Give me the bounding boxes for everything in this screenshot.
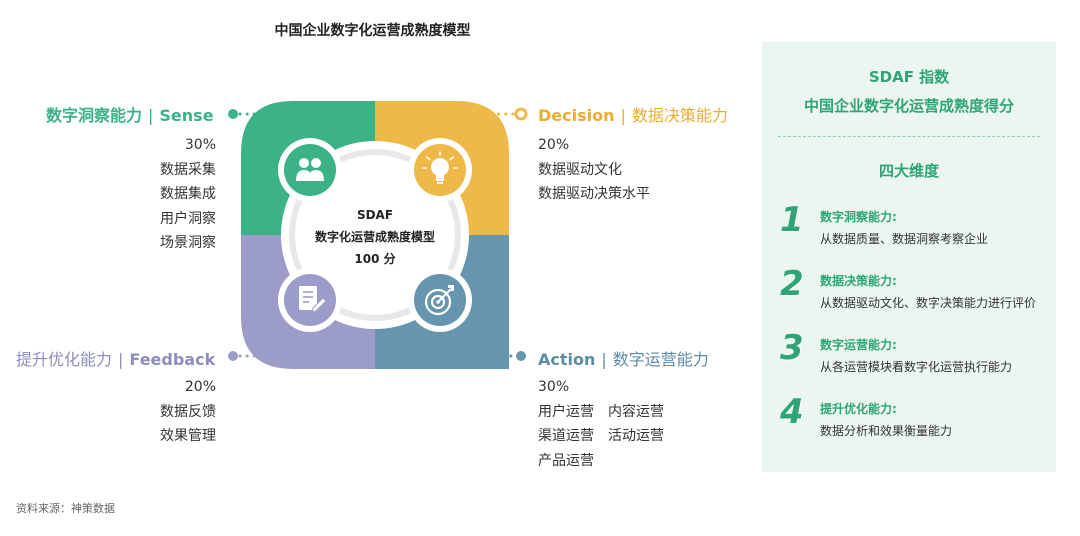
panel-subtitle: 中国企业数字化运营成熟度得分: [803, 97, 1014, 115]
feedback-item: 数据反馈: [160, 403, 216, 420]
sense-dot: [228, 109, 238, 119]
page-title: 中国企业数字化运营成熟度模型: [274, 23, 471, 39]
sense-item: 场景洞察: [160, 235, 216, 251]
feedback-separator: |: [118, 350, 124, 369]
decision-item: 数据驱动文化: [538, 161, 622, 178]
dimension-desc: 从数据质量、数据洞察考察企业: [820, 232, 989, 246]
dimension-desc: 从各运营模块看数字化运营执行能力: [820, 360, 1013, 374]
feedback-connector: [238, 320, 260, 358]
sense-percent: 30%: [184, 137, 216, 153]
center-line1: SDAF: [357, 208, 393, 222]
feedback-cn: 提升优化能力: [16, 350, 113, 369]
decision-items: 20% 数据驱动文化 数据驱动决策水平: [538, 133, 650, 207]
document-edit-icon: [278, 268, 342, 332]
feedback-label: 提升优化能力 | Feedback: [16, 346, 215, 370]
dimension-desc: 从数据驱动文化、数字决策能力进行评价: [820, 296, 1037, 310]
target-icon: [408, 268, 472, 332]
lightbulb-icon: [408, 138, 472, 202]
decision-percent: 20%: [538, 137, 570, 153]
sense-items: 30% 数据采集 数据集成 用户洞察 场景洞察: [120, 133, 216, 256]
sdaf-index-panel: SDAF 指数 中国企业数字化运营成熟度得分 四大维度 1 数字洞察能力: 从数…: [762, 42, 1056, 472]
feedback-en: Feedback: [129, 350, 216, 369]
panel-divider: [778, 136, 1040, 137]
sense-en: Sense: [159, 106, 214, 125]
action-item-row: 用户运营内容运营: [538, 400, 664, 425]
dimension-number: 1: [780, 200, 804, 240]
action-items: 30% 用户运营内容运营 渠道运营活动运营 产品运营: [538, 375, 664, 473]
action-item: 活动运营: [608, 428, 664, 444]
dimension-title: 提升优化能力:: [820, 402, 897, 416]
action-item: 渠道运营: [538, 428, 594, 444]
decision-item: 数据驱动决策水平: [538, 186, 650, 202]
sense-label: 数字洞察能力 | Sense: [46, 102, 214, 126]
center-line3: 100 分: [354, 251, 395, 266]
sense-cn: 数字洞察能力: [46, 106, 143, 125]
action-dot: [516, 351, 526, 361]
decision-label: Decision | 数据决策能力: [538, 102, 728, 126]
dimension-title: 数字运营能力:: [820, 338, 897, 352]
dimension-title: 数字洞察能力:: [820, 210, 897, 224]
action-item: 内容运营: [608, 403, 664, 420]
sense-separator: |: [148, 106, 154, 125]
action-item: 产品运营: [538, 452, 594, 469]
decision-cn: 数据决策能力: [631, 106, 728, 125]
center-line2: 数字化运营成熟度模型: [315, 229, 435, 244]
dimension-number: 4: [780, 392, 804, 432]
feedback-items: 20% 数据反馈 效果管理: [120, 375, 216, 449]
action-label: Action | 数字运营能力: [538, 346, 709, 370]
action-percent: 30%: [538, 379, 570, 395]
sense-item: 数据采集: [160, 161, 216, 178]
dimension-number: 3: [780, 328, 804, 368]
decision-en: Decision: [538, 106, 615, 125]
action-item: 用户运营: [538, 403, 594, 420]
sdaf-model-diagram: SDAF 数字化运营成熟度模型 100 分: [241, 101, 509, 369]
feedback-item: 效果管理: [160, 428, 216, 444]
feedback-dot: [228, 351, 238, 361]
dimension-number: 2: [780, 264, 804, 304]
panel-title: SDAF 指数: [868, 68, 950, 86]
sense-item: 用户洞察: [160, 210, 216, 227]
dimension-desc: 数据分析和效果衡量能力: [820, 424, 953, 438]
users-icon: [278, 138, 342, 202]
dimensions-heading: 四大维度: [878, 162, 939, 180]
sense-item: 数据集成: [160, 186, 216, 202]
decision-separator: |: [620, 106, 626, 125]
source-note: 资料来源：神策数据: [16, 502, 115, 515]
center-disc: [295, 155, 455, 315]
action-en: Action: [538, 350, 596, 369]
dimension-title: 数据决策能力:: [820, 274, 897, 288]
action-separator: |: [601, 350, 607, 369]
decision-dot: [514, 107, 528, 121]
feedback-percent: 20%: [184, 379, 216, 395]
action-item-row: 渠道运营活动运营: [538, 424, 664, 449]
action-item-row: 产品运营: [538, 449, 664, 474]
action-cn: 数字运营能力: [612, 350, 709, 369]
